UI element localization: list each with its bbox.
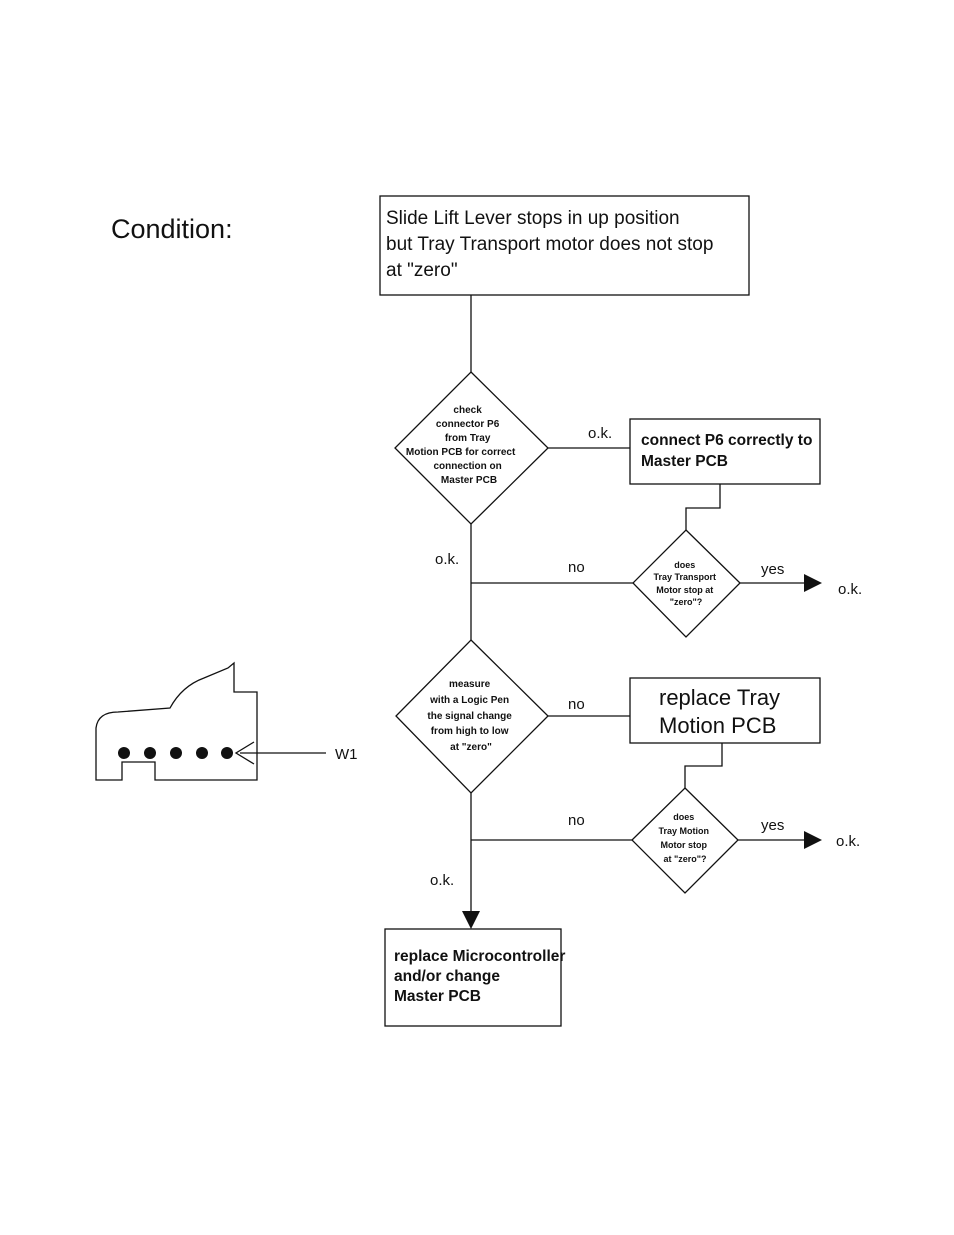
action-connect-p6 [629,418,821,485]
check-line-6: Master PCB [441,475,497,486]
condition-box-text: Slide Lift Lever stops in up position bu… [386,208,719,281]
arrow-transport-yes [804,574,822,592]
check-line-1: check [453,405,482,416]
label-yes-transport: yes [761,561,784,578]
condition-line-3: at "zero" [386,260,458,281]
arrow-motion-yes [804,831,822,849]
w1-pointer-arrowhead [234,741,255,765]
motion-line-1: does [673,812,694,822]
decision-tray-motion [631,787,739,894]
connect-line-2: Master PCB [641,453,728,470]
label-no-transport: no [568,559,585,576]
motion-line-4: at "zero"? [663,854,706,864]
transport-line-1: does [674,560,695,570]
replace-line-2: Motion PCB [659,713,776,738]
label-yes-motion: yes [761,817,784,834]
label-result-ok-1: o.k. [838,581,862,598]
measure-line-4: from high to low [431,726,509,737]
label-ok-down-2: o.k. [430,872,454,889]
pin-5 [221,747,233,759]
decision-measure-text: measure with a Logic Pen the signal chan… [427,679,514,753]
label-result-ok-2: o.k. [836,833,860,850]
connector-connect-to-transport [685,484,721,530]
decision-measure [395,639,549,794]
connector-outline [95,661,258,781]
label-w1: W1 [335,746,358,763]
decision-tray-transport-text: does Tray Transport Motor stop at "zero"… [653,560,718,607]
transport-line-4: "zero"? [670,597,703,607]
pin-3 [170,747,182,759]
action-replace-micro-text: replace Microcontroller and/or change Ma… [394,948,570,1005]
measure-line-1: measure [449,679,491,690]
label-ok-down-1: o.k. [435,551,459,568]
check-line-2: connector P6 [436,419,500,430]
transport-line-3: Motor stop at [656,585,713,595]
condition-line-1: Slide Lift Lever stops in up position [386,208,680,229]
label-no-motion: no [568,812,585,829]
decision-tray-transport [632,529,741,638]
decision-check-connector-text: check connector P6 from Tray Motion PCB … [406,405,518,486]
condition-box [379,195,750,296]
connector-replace-to-motion [684,743,723,788]
arrow-to-micro [462,911,480,929]
action-replace-tray-motion [629,677,821,744]
label-ok-check: o.k. [588,425,612,442]
measure-line-3: the signal change [427,711,512,722]
micro-line-3: Master PCB [394,988,481,1005]
replace-line-1: replace Tray [659,685,780,710]
check-line-5: connection on [433,461,501,472]
motion-line-3: Motor stop [660,840,707,850]
connect-line-1: connect P6 correctly to [641,432,812,449]
action-replace-micro [384,928,562,1027]
pin-2 [144,747,156,759]
decision-check-connector [394,371,549,525]
action-connect-p6-text: connect P6 correctly to Master PCB [641,432,817,470]
pin-4 [196,747,208,759]
check-line-4: Motion PCB for correct [406,447,516,458]
condition-line-2: but Tray Transport motor does not stop [386,234,713,255]
check-line-3: from Tray [445,433,491,444]
label-no-measure: no [568,696,585,713]
micro-line-1: replace Microcontroller [394,948,565,965]
micro-line-2: and/or change [394,968,500,985]
action-replace-tray-motion-text: replace Tray Motion PCB [659,685,786,738]
measure-line-5: at "zero" [450,742,492,753]
decision-tray-motion-text: does Tray Motion Motor stop at "zero"? [658,812,711,864]
motion-line-2: Tray Motion [658,826,709,836]
pin-1 [118,747,130,759]
transport-line-2: Tray Transport [653,572,716,582]
condition-heading: Condition: [111,214,233,244]
measure-line-2: with a Logic Pen [429,695,509,706]
